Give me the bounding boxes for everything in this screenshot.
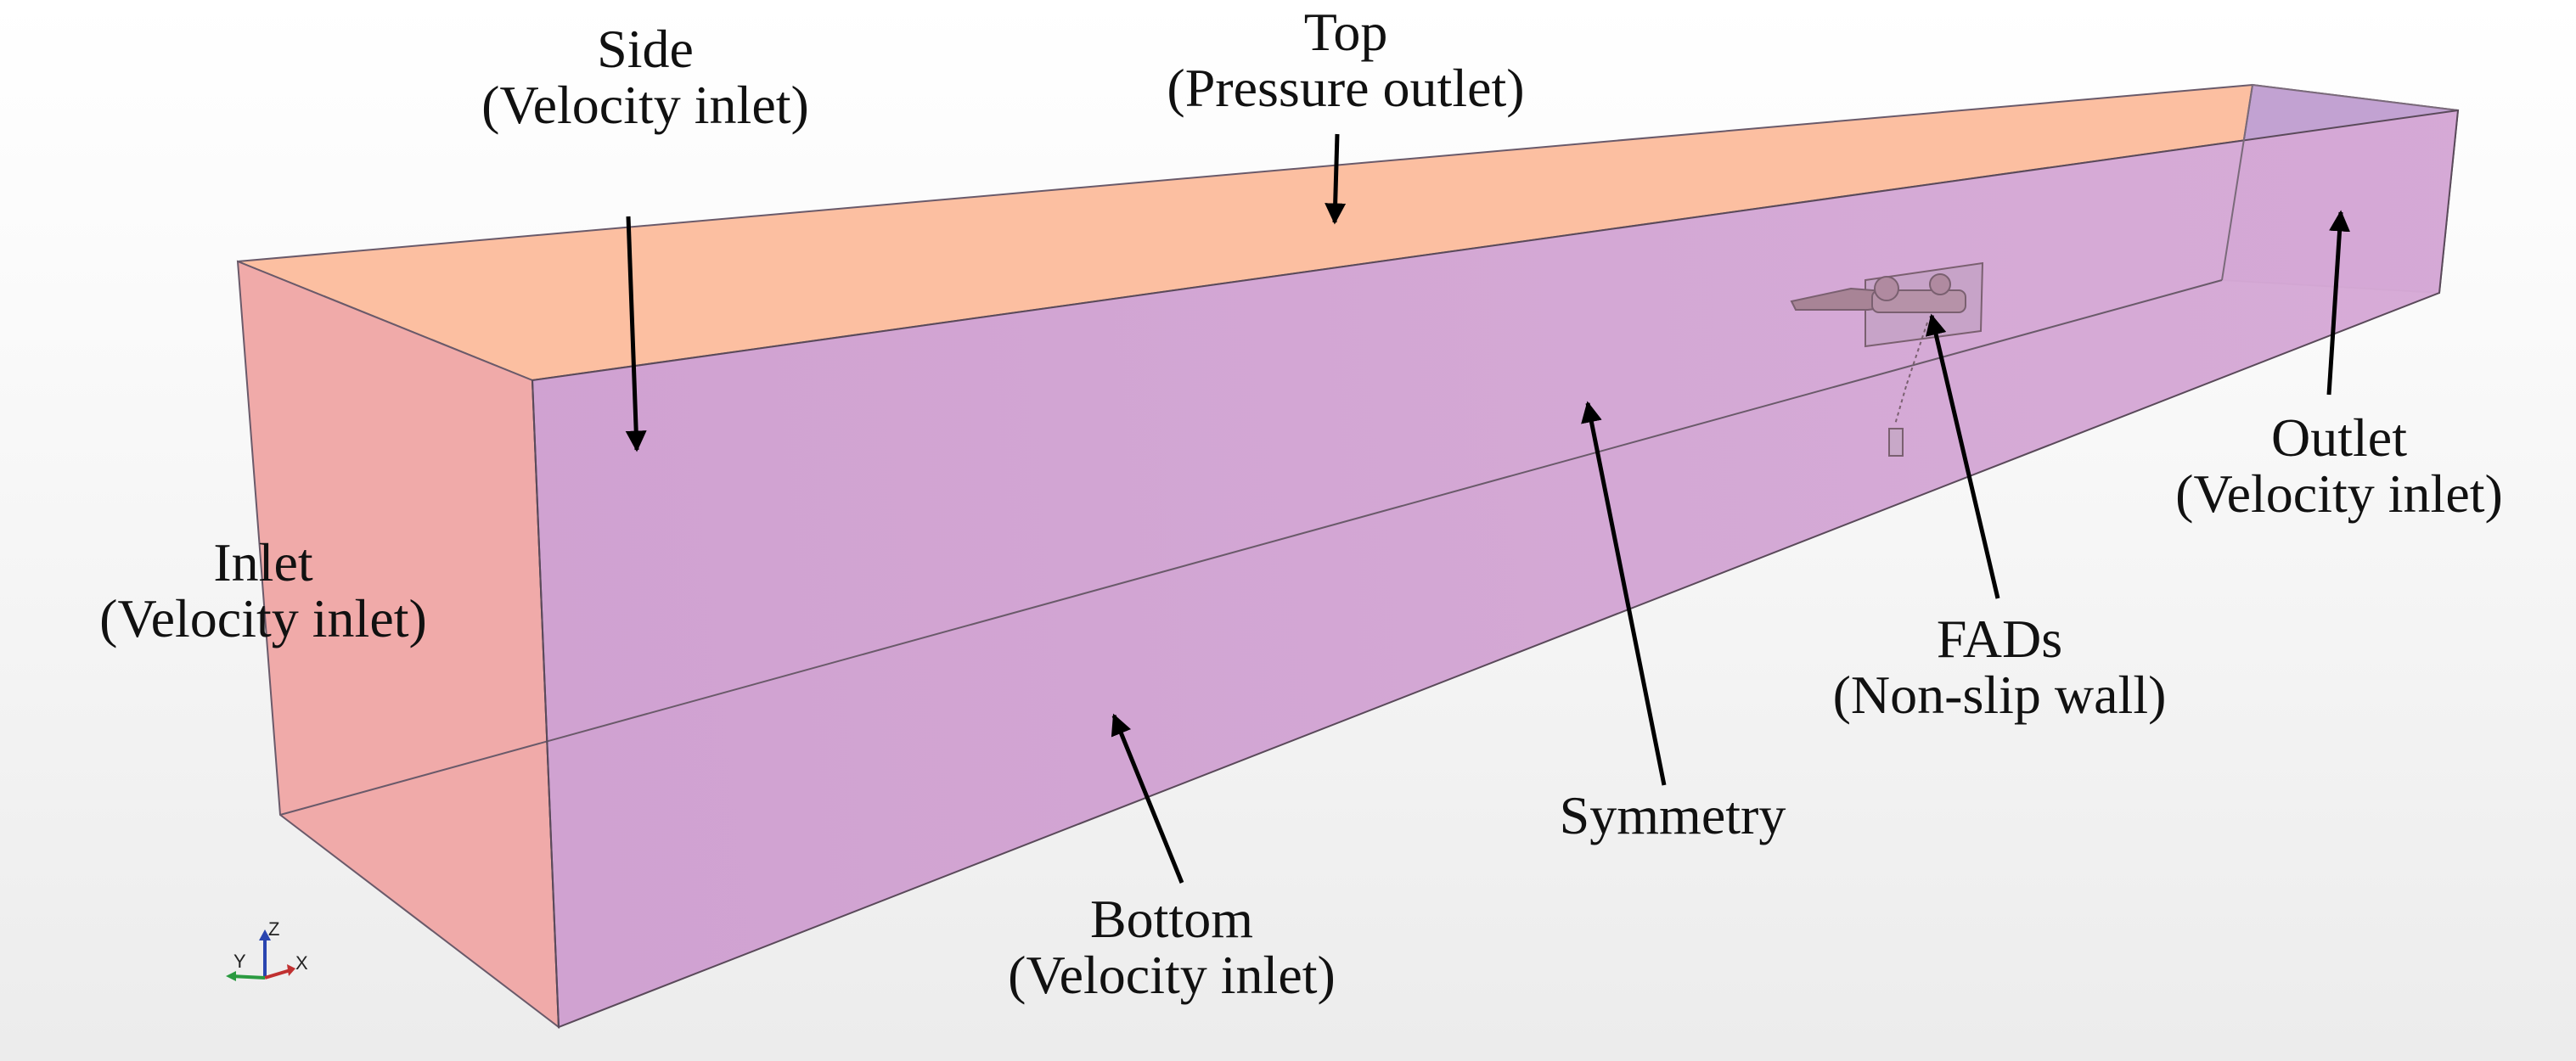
top-label-name: Top — [1303, 2, 1388, 62]
axis-triad: Z Y X — [226, 918, 308, 981]
axis-y-label: Y — [233, 951, 246, 972]
fads-device — [1790, 261, 1984, 457]
symmetry-label-name: Symmetry — [1559, 785, 1786, 845]
axis-z-label: Z — [268, 918, 279, 940]
symmetry-label: Symmetry — [1494, 788, 1851, 844]
fads-label-type: (Non-slip wall) — [1832, 665, 2167, 725]
side-label: Side (Velocity inlet) — [442, 21, 849, 133]
fads-label: FADs (Non-slip wall) — [1787, 611, 2212, 723]
symmetry-arrow — [1581, 401, 1667, 786]
outlet-label: Outlet (Velocity inlet) — [2127, 410, 2551, 522]
top-label: Top (Pressure outlet) — [1108, 4, 1583, 116]
side-label-name: Side — [597, 19, 694, 79]
inlet-label-name: Inlet — [213, 532, 313, 592]
outlet-label-name: Outlet — [2271, 407, 2407, 468]
axis-x-label: X — [295, 952, 308, 974]
outlet-vertical-edge — [2221, 84, 2253, 281]
fads-arrow — [1925, 313, 2000, 599]
bottom-arrow — [1111, 713, 1184, 884]
side-arrow — [625, 216, 647, 452]
outlet-label-type: (Velocity inlet) — [2175, 463, 2503, 524]
inlet-label-type: (Velocity inlet) — [99, 588, 427, 648]
inlet-front-edge — [532, 379, 560, 1028]
bottom-back-edge — [279, 279, 2223, 816]
side-label-type: (Velocity inlet) — [481, 75, 809, 135]
bottom-label-type: (Velocity inlet) — [1008, 945, 1336, 1005]
bottom-label-name: Bottom — [1089, 889, 1254, 949]
top-arrow — [1325, 133, 1347, 225]
bottom-label: Bottom (Velocity inlet) — [951, 891, 1392, 1003]
fads-label-name: FADs — [1936, 609, 2063, 669]
inlet-label: Inlet (Velocity inlet) — [51, 535, 475, 647]
outlet-arrow — [2326, 210, 2351, 396]
top-label-type: (Pressure outlet) — [1167, 58, 1525, 118]
